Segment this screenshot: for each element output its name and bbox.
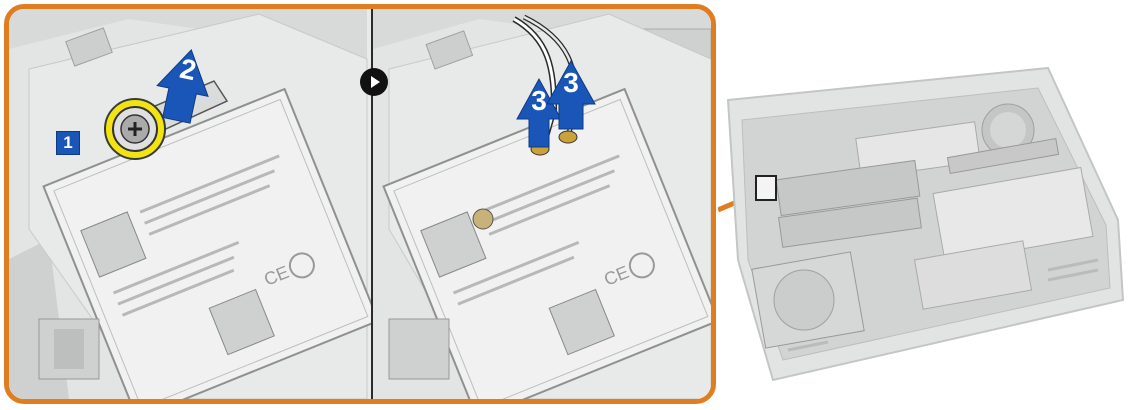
next-step-icon: [360, 68, 388, 96]
laptop-overview: [718, 60, 1138, 390]
step-1-badge: 1: [56, 131, 80, 155]
detail-illustration: CE: [9, 9, 711, 399]
detail-frame: CE: [4, 4, 716, 404]
right-panel: CE: [373, 9, 711, 399]
wlan-card-location: [756, 176, 776, 200]
step-3-label-2: 3: [556, 67, 586, 99]
step-3-label-1: 3: [524, 85, 554, 117]
